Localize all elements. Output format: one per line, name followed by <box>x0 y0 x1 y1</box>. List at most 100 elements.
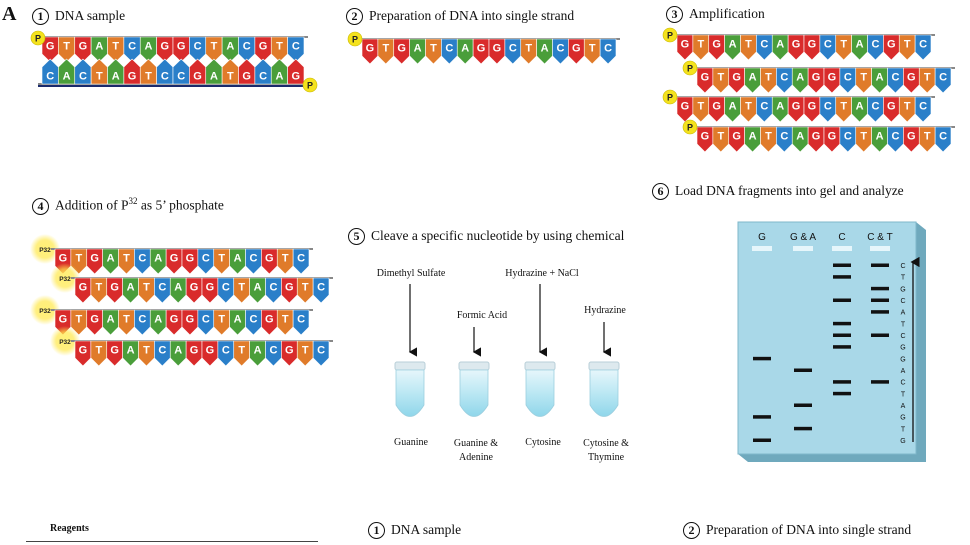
nucleotide <box>90 277 108 304</box>
nucleotide-letter: T <box>697 100 704 112</box>
nucleotide-letter: G <box>792 100 801 112</box>
nucleotide-letter: G <box>712 100 721 112</box>
nucleotide-letter: C <box>919 100 927 112</box>
nucleotide <box>229 248 246 275</box>
nucleotide-letter: G <box>177 40 186 52</box>
p32-glow <box>30 295 60 325</box>
nucleotide-letter: G <box>681 100 690 112</box>
nucleotide-letter: G <box>170 313 179 325</box>
nucleotide <box>791 67 809 94</box>
nucleotide-letter: A <box>776 100 784 112</box>
nucleotide <box>887 67 904 94</box>
nucleotide <box>245 309 262 336</box>
nucleotide <box>287 58 305 85</box>
nucleotide <box>871 67 888 94</box>
nucleotide <box>265 340 282 367</box>
step-2-text: Preparation of DNA into single strand <box>369 8 575 23</box>
nucleotide-letter: C <box>202 252 210 264</box>
nucleotide <box>851 34 868 61</box>
p32-glow <box>50 326 80 356</box>
nucleotide-letter: T <box>96 70 103 82</box>
gel-band <box>871 263 889 267</box>
tube-cap <box>588 361 620 371</box>
nucleotide-letter: A <box>776 38 784 50</box>
gel-readout-letter: G <box>900 345 905 352</box>
gel-band <box>833 380 851 384</box>
p32-glow <box>30 234 60 264</box>
phosphate-marker <box>662 27 678 43</box>
nucleotide <box>728 126 745 153</box>
nucleotide <box>74 36 92 63</box>
nucleotide-letter: G <box>887 38 896 50</box>
nucleotide <box>934 67 952 94</box>
nucleotide-letter: C <box>249 313 257 325</box>
nucleotide-letter: C <box>222 344 230 356</box>
nucleotide <box>221 58 239 85</box>
nucleotide-letter: G <box>828 130 837 142</box>
nucleotide <box>134 309 151 336</box>
nucleotide <box>254 58 272 85</box>
nucleotide-letter: G <box>193 70 202 82</box>
nucleotide-letter: C <box>891 71 899 83</box>
nucleotide-letter: G <box>259 40 268 52</box>
nucleotide <box>213 309 230 336</box>
nucleotide-letter: T <box>525 42 532 54</box>
nucleotide <box>181 309 199 336</box>
nucleotide <box>871 126 888 153</box>
nucleotide <box>74 277 92 304</box>
nucleotide-letter: T <box>63 40 70 52</box>
nucleotide <box>149 248 167 275</box>
nucleotide <box>807 126 825 153</box>
nucleotide-letter: G <box>79 281 88 293</box>
nucleotide-letter: T <box>697 38 704 50</box>
nucleotide-letter: T <box>382 42 389 54</box>
gel-band <box>753 438 771 442</box>
nucleotide-letter: T <box>95 344 102 356</box>
nucleotide <box>883 96 900 123</box>
nucleotide-letter: C <box>202 313 210 325</box>
nucleotide <box>169 340 187 367</box>
phosphate-letter: P <box>667 31 673 41</box>
phosphate-marker <box>30 30 46 46</box>
nucleotide-letter: G <box>265 252 274 264</box>
nucleotide <box>229 309 246 336</box>
nucleotide-letter: G <box>907 130 916 142</box>
phosphate-marker <box>347 31 363 47</box>
nucleotide <box>296 277 314 304</box>
nucleotide <box>265 277 282 304</box>
step-5-text: Cleave a specific nucleotide by using ch… <box>371 228 625 243</box>
nucleotide-letter: G <box>493 42 502 54</box>
nucleotide-letter: G <box>206 344 215 356</box>
nucleotide-letter: T <box>145 70 152 82</box>
nucleotide <box>696 126 714 153</box>
nucleotide-letter: G <box>90 252 99 264</box>
nucleotide <box>807 67 825 94</box>
phosphate-marker <box>662 89 678 105</box>
nucleotide-letter: T <box>717 130 724 142</box>
gel-readout-letter: A <box>901 368 906 375</box>
nucleotide <box>86 248 103 275</box>
nucleotide <box>276 309 294 336</box>
nucleotide <box>185 340 203 367</box>
nucleotide <box>456 38 474 65</box>
step-4-number: 4 <box>32 197 49 215</box>
nucleotide-letter: C <box>824 38 832 50</box>
nucleotide-letter: G <box>79 344 88 356</box>
nucleotide <box>918 67 936 94</box>
nucleotide-letter: A <box>63 70 71 82</box>
nucleotide-letter: G <box>681 38 690 50</box>
nucleotide <box>712 67 730 94</box>
nucleotide <box>312 277 330 304</box>
nucleotide-letter: A <box>107 313 115 325</box>
nucleotide-letter: G <box>828 71 837 83</box>
nucleotide <box>851 96 868 123</box>
product-label: Guanine <box>394 437 428 448</box>
product-label: Cytosine & Thymine <box>583 438 629 463</box>
nucleotide <box>692 34 710 61</box>
nucleotide-letter: C <box>871 38 879 50</box>
nucleotide-letter: T <box>924 71 931 83</box>
nucleotide <box>261 248 278 275</box>
nucleotide <box>791 126 809 153</box>
nucleotide <box>254 36 272 63</box>
